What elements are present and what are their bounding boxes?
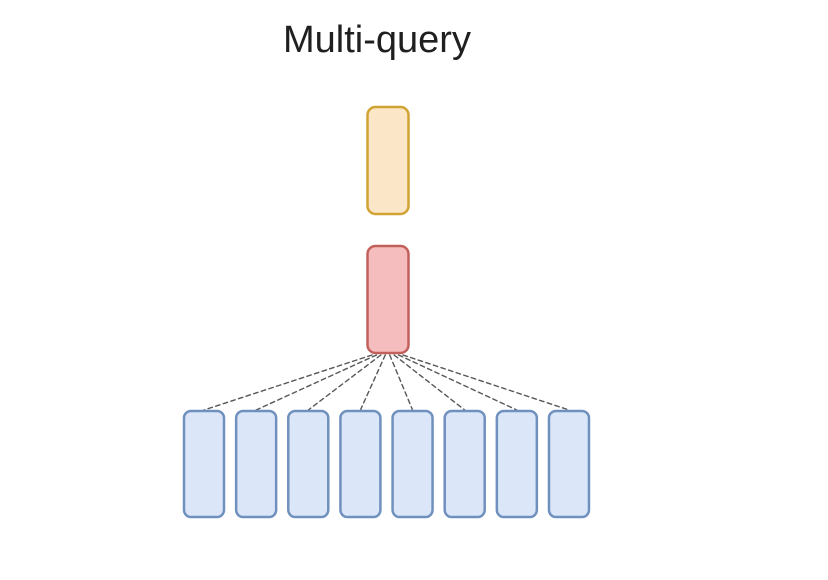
query-head-box	[234, 409, 278, 519]
query-head-box	[495, 409, 539, 519]
key-head-box	[366, 244, 410, 355]
query-head-box	[339, 409, 382, 519]
shared-head-connector-line	[307, 354, 382, 411]
shared-head-connector-line	[393, 354, 466, 411]
query-head-box	[443, 409, 486, 519]
query-head-box	[287, 409, 330, 519]
diagram-title: Multi-query	[283, 19, 471, 61]
shared-head-connector-line	[255, 354, 378, 411]
shared-head-connector-line	[359, 354, 386, 411]
shared-head-connector-line	[402, 354, 570, 411]
shared-head-connector-line	[397, 354, 518, 411]
shared-head-connector-line	[203, 354, 373, 411]
query-head-box	[547, 409, 591, 519]
query-head-box	[182, 409, 226, 519]
shared-head-connector-line	[389, 354, 414, 411]
value-head-box	[366, 105, 410, 216]
query-head-box	[391, 409, 434, 519]
